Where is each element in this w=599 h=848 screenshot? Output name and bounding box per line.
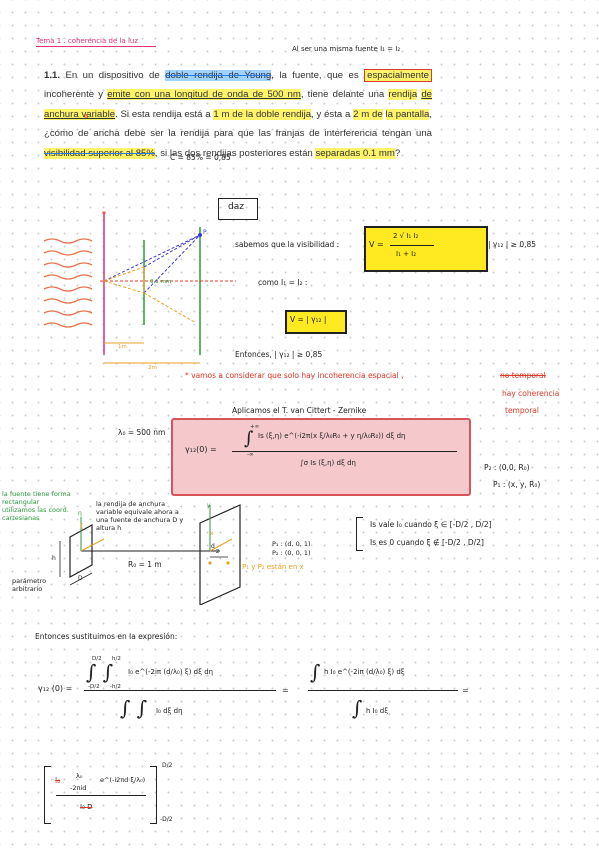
lim-d2-1: D/2 xyxy=(92,656,102,662)
v-gamma-box xyxy=(285,310,347,334)
lim-h2-1: h/2 xyxy=(112,656,121,662)
r0-label: R₀ = 1 m xyxy=(128,560,162,569)
entonces-substitute: Entonces sustituimos en la expresión: xyxy=(35,632,178,641)
label-1m: 1m xyxy=(118,344,127,350)
highlight-slit: rendija xyxy=(388,89,418,101)
visibility-denominator: I₁ + I₂ xyxy=(396,250,417,258)
v-gamma: V = | γ₁₂ | xyxy=(290,315,327,324)
frac2-numerator: h I₀ e^(-2iπ (d/λ₀) ξ) dξ xyxy=(324,668,405,676)
screen-plane xyxy=(199,504,241,605)
eta-label: η xyxy=(78,510,82,517)
is-condition-1: Is vale I₀ cuando ξ ∈ [-D/2 , D/2] xyxy=(370,520,492,529)
entonces-line: Entonces, | γ₁₂ | ≥ 0,85 xyxy=(235,350,323,359)
gamma-numerator: Is (ξ,η) e^(-i2π(x ξ/λ₀R₀ + y η/λ₀R₀)) d… xyxy=(258,432,406,440)
p1-sub: P₁ : (d, 0, 1) xyxy=(272,540,311,548)
como-label: como I₁ = I₂ : xyxy=(258,278,308,287)
highlight-screen: la pantalla xyxy=(385,108,430,120)
fraction-bar xyxy=(390,245,434,246)
condition-bracket xyxy=(356,517,363,551)
hay-coherencia: hay coherencia xyxy=(502,389,560,398)
xi-label: ξ xyxy=(80,523,84,530)
frac1-bar xyxy=(84,690,276,691)
label-2m: 2m xyxy=(148,365,157,371)
lim-mh2-1: -h/2 xyxy=(110,684,121,690)
last-lim-bottom: -D/2 xyxy=(160,816,173,823)
pp-note: P₁ y P₂ están en x xyxy=(242,563,304,571)
h-label: h xyxy=(52,555,56,562)
gamma-denominator: ∫σ Is (ξ,η) dξ dη xyxy=(300,459,356,467)
frac2-denominator: h I₀ dξ xyxy=(366,707,389,715)
p2-coordinates: P₂ : (0,0, R₀) xyxy=(484,463,530,472)
last-exponent: e^(-i2πd ξ/λ₀) xyxy=(100,776,146,784)
same-source-note: Al ser una misma fuente I₁ = I₂ xyxy=(292,45,401,53)
frac1-denominator: I₀ dξ dη xyxy=(156,707,183,715)
highlight-double-slit: doble rendija de Young xyxy=(165,70,272,81)
d-label: d xyxy=(211,543,215,550)
last-num-b: -2πid xyxy=(70,784,87,792)
x-axis-label: x xyxy=(210,530,214,537)
final-lhs: γ₁₂ (0) = xyxy=(38,684,73,693)
visibility-equation: C = 85% = 0,85 xyxy=(170,153,231,162)
topic-underline xyxy=(36,46,156,47)
D-label: D xyxy=(78,575,83,582)
temporal-label: temporal xyxy=(505,406,539,415)
slit-width-label: 0,1 mm xyxy=(150,279,172,285)
highlight-visibility: visibilidad superior al 85% xyxy=(44,147,155,159)
highlight-spatial: espacialmente xyxy=(364,69,432,82)
source-rectangle xyxy=(69,523,93,579)
problem-number: 1.1. xyxy=(44,70,61,81)
lambda-label: λ₀ = 500 nm xyxy=(118,428,166,437)
incident-waves xyxy=(43,238,93,328)
last-fraction-bar xyxy=(56,795,146,796)
last-denominator: I₀ D xyxy=(80,803,93,811)
int-top: +∞ xyxy=(250,424,260,430)
z-axis-label: z xyxy=(216,548,220,555)
visibility-formula-box xyxy=(364,226,488,272)
y-axis-label: y xyxy=(207,502,211,509)
point-p xyxy=(198,233,202,237)
source-note: la fuente tiene forma rectangular utiliz… xyxy=(2,490,71,522)
data-box xyxy=(218,198,258,220)
apply-theorem: Aplicamos el T. van Cittert - Zernike xyxy=(232,406,367,415)
p2-sub: P₂ : (0, 0, 1) xyxy=(272,549,311,557)
we-know-label: sabemos que la visibilidad : xyxy=(235,240,340,249)
frac2-bar xyxy=(308,690,458,691)
problem-statement: 1.1. En un dispositivo de doble rendija … xyxy=(44,69,433,159)
highlight-2m: 2 m de xyxy=(353,108,383,120)
lim-md2-1: -D/2 xyxy=(88,684,100,690)
last-lim-top: D/2 xyxy=(162,762,173,769)
gamma-lhs: γ₁₂(0) = xyxy=(185,445,217,454)
highlight-separation: separadas 0.1 mm xyxy=(315,147,395,159)
int-bottom: -∞ xyxy=(247,452,254,458)
vcz-fraction-bar xyxy=(232,451,457,452)
data-label: daz xyxy=(228,202,244,212)
slit-note: la rendija de anchura variable equivale … xyxy=(96,500,184,532)
consider-note: * vamos a considerar que solo hay incohe… xyxy=(185,371,404,380)
p-label: P xyxy=(203,229,207,236)
last-bracket-right xyxy=(150,766,157,824)
topic-title: Tema 1 . coherencia de la luz xyxy=(36,37,138,45)
visibility-condition: | γ₁₂ | ≥ 0,85 xyxy=(488,240,537,249)
frac1-numerator: I₀ e^(-2iπ (d/λ₀) ξ) dξ dη xyxy=(128,668,214,676)
is-condition-2: Is es 0 cuando ξ ∉ [-D/2 , D/2] xyxy=(370,538,484,547)
visibility-numerator: 2 √ I₁ I₂ xyxy=(393,232,419,240)
last-num-a: λ₀ xyxy=(76,772,83,780)
last-bracket-left xyxy=(44,766,51,824)
highlight-wavelength: emite con una longitud de onda de 500 nm xyxy=(107,89,301,101)
a-mark: a xyxy=(84,112,89,120)
p1-coordinates: P₁ : (x, y, R₀) xyxy=(493,480,541,489)
parameter-note: parámetro arbitrario xyxy=(12,577,47,593)
young-setup-diagram xyxy=(43,211,236,364)
vcz-formula-box xyxy=(171,418,471,496)
no-temporal: no temporal xyxy=(500,371,546,380)
source-screen-3d-diagram xyxy=(59,504,241,605)
highlight-1m: 1 m de la doble rendija xyxy=(213,108,312,120)
